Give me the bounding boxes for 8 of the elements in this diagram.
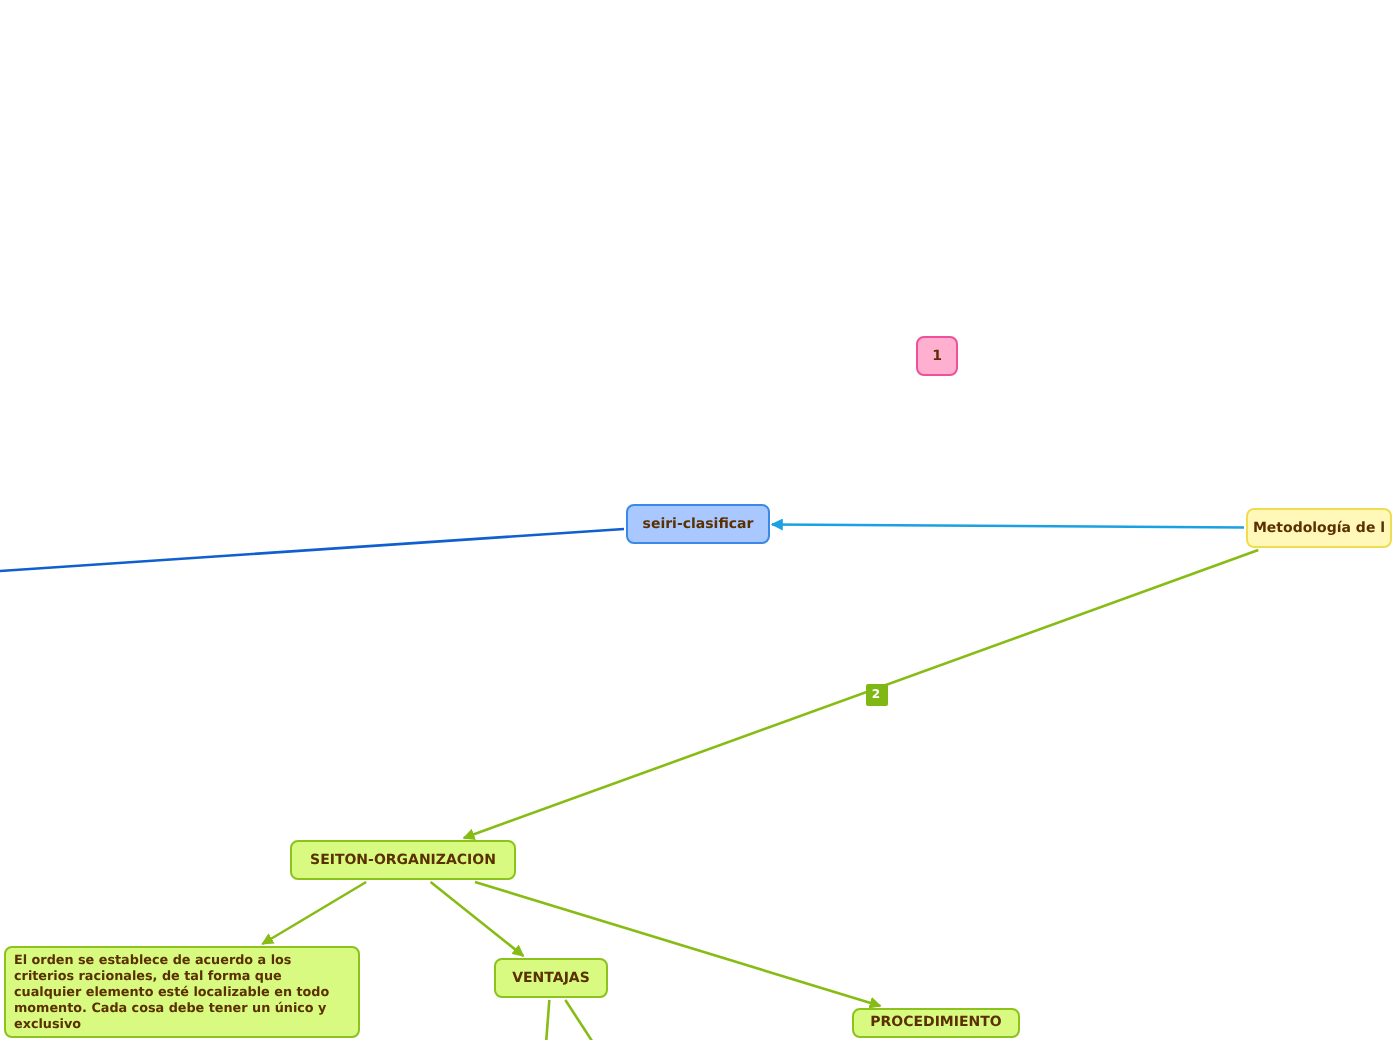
connector-line xyxy=(462,548,1259,840)
connector-line xyxy=(770,518,1244,531)
connector-line xyxy=(564,999,596,1040)
connector-line xyxy=(544,999,551,1040)
connector-line xyxy=(429,881,525,957)
connector-line xyxy=(474,880,882,1009)
connector-line xyxy=(261,880,367,946)
connector-line xyxy=(0,527,625,573)
